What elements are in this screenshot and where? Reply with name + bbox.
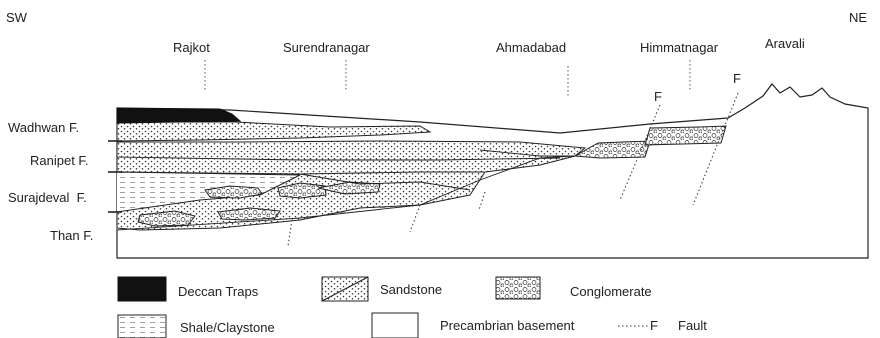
- legend: Deccan Traps Sandstone Conglomerate Shal…: [118, 277, 707, 338]
- formation-surajdeval-label: Surajdeval F.: [8, 190, 87, 205]
- place-markers: [205, 60, 690, 98]
- legend-swatch-shale: [118, 315, 166, 338]
- legend-swatch-basement: [372, 313, 418, 338]
- deccan-traps: [117, 108, 240, 123]
- place-himmatnagar: Himmatnagar: [640, 40, 719, 55]
- legend-swatch-deccan-traps: [118, 277, 166, 301]
- legend-label-deccan-traps: Deccan Traps: [178, 284, 259, 299]
- place-surendranagar: Surendranagar: [283, 40, 370, 55]
- place-rajkot: Rajkot: [173, 40, 210, 55]
- fault-marker-2: F: [733, 71, 741, 86]
- formation-wadhwan-label: Wadhwan F.: [8, 120, 79, 135]
- direction-sw-label: SW: [6, 10, 28, 25]
- direction-ne-label: NE: [849, 10, 867, 25]
- formation-ranipet-label: Ranipet F.: [30, 153, 89, 168]
- fault-marker-1: F: [654, 89, 662, 104]
- place-ahmadabad: Ahmadabad: [496, 40, 566, 55]
- place-aravali: Aravali: [765, 36, 805, 51]
- legend-swatch-conglomerate: [496, 277, 540, 299]
- formation-than-label: Than F.: [50, 228, 93, 243]
- legend-fault-symbol: F: [650, 318, 658, 333]
- legend-label-shale: Shale/Claystone: [180, 320, 275, 335]
- legend-label-sandstone: Sandstone: [380, 282, 442, 297]
- conglomerate-wadhwan: [645, 126, 726, 145]
- legend-label-basement: Precambrian basement: [440, 318, 575, 333]
- legend-label-conglomerate: Conglomerate: [570, 284, 652, 299]
- legend-label-fault: Fault: [678, 318, 707, 333]
